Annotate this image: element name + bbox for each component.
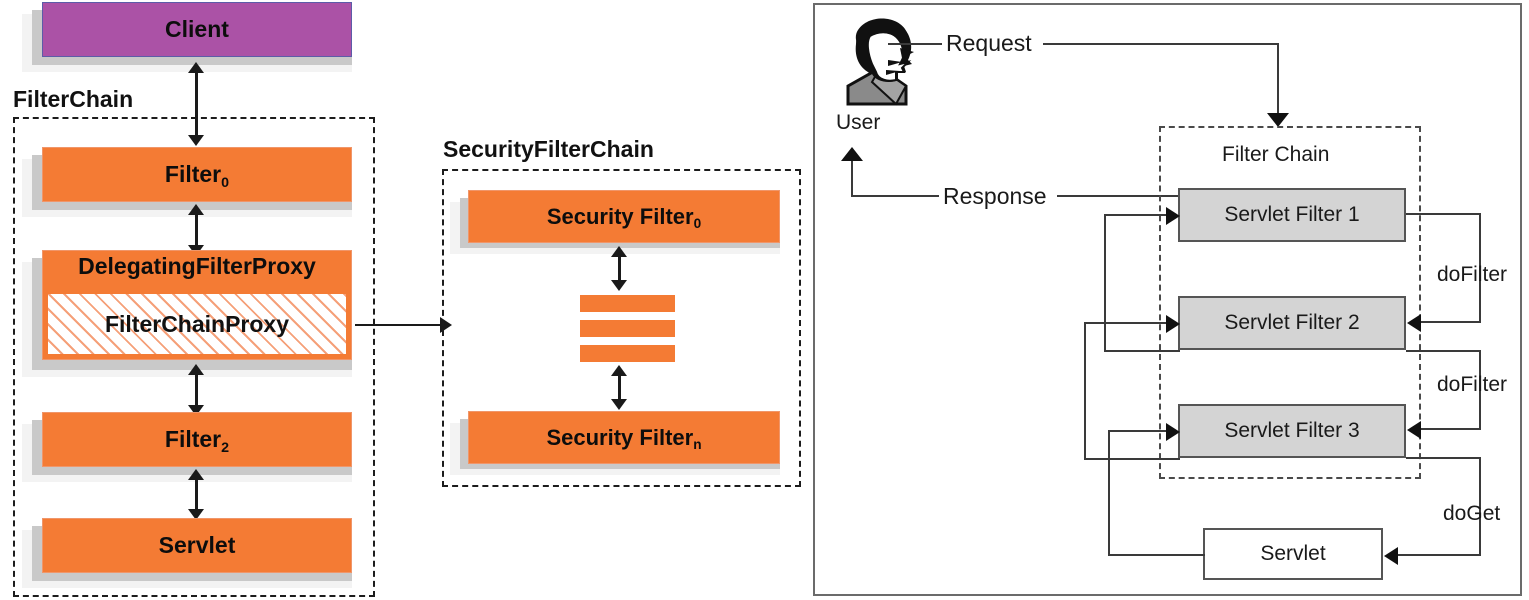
filterchain-group-label: FilterChain — [13, 86, 134, 112]
filter2-box-label: Filter2 — [164, 426, 230, 457]
arrow-dfp-filter2-head-down — [188, 405, 204, 416]
request-arrowhead — [1267, 113, 1289, 127]
request-label: Request — [946, 30, 1032, 56]
filter-chain-proxy-label: FilterChainProxy — [104, 310, 290, 337]
user-label: User — [836, 111, 881, 134]
response-line-to-user — [851, 195, 939, 197]
arrow-client-filter0-head-down — [188, 135, 204, 146]
arrow-filter2-servlet-head-up — [188, 469, 204, 480]
return-filter3-line-in — [1084, 322, 1170, 324]
return-servlet-line-out — [1108, 554, 1205, 556]
return-servlet-line-in — [1108, 430, 1170, 432]
response-line-from-filter1 — [1057, 195, 1180, 197]
return-servlet-line-up — [1108, 430, 1110, 556]
servlet-left-box-label: Servlet — [158, 532, 236, 558]
response-label: Response — [943, 183, 1047, 209]
servlet-right-box[interactable]: Servlet — [1203, 528, 1383, 580]
arrow-dfp-filter2-line — [195, 372, 198, 412]
dofilter2-line-out — [1406, 350, 1481, 352]
return-filter3-line-out — [1084, 458, 1180, 460]
dofilter2-line-in — [1421, 428, 1481, 430]
right-filter-chain-label: Filter Chain — [1222, 143, 1330, 166]
servlet-right-label: Servlet — [1260, 542, 1326, 565]
ellipsis-bar-3 — [580, 345, 675, 362]
request-line-vertical — [1277, 43, 1279, 115]
servlet-filter-1-box[interactable]: Servlet Filter 1 — [1178, 188, 1406, 242]
dofilter2-arrowhead — [1407, 421, 1421, 439]
arrow-ellipsis-sfn-head-down — [611, 399, 627, 410]
return-filter2-line-up — [1104, 214, 1106, 352]
securityfilterchain-group-label: SecurityFilterChain — [443, 136, 654, 162]
servlet-filter-3-label: Servlet Filter 3 — [1224, 419, 1360, 442]
arrow-filter2-servlet-line — [195, 477, 198, 515]
dofilter1-label: doFilter — [1437, 263, 1508, 286]
servlet-filter-2-label: Servlet Filter 2 — [1224, 311, 1360, 334]
client-box[interactable]: Client — [42, 2, 352, 57]
delegating-filter-proxy-label: DelegatingFilterProxy — [78, 253, 316, 279]
return-filter2-line-out — [1104, 350, 1180, 352]
right-filter-chain-border — [1159, 126, 1421, 479]
arrow-sf0-ellipsis-head-down — [611, 280, 627, 291]
security-filtern-label: Security Filtern — [546, 424, 702, 453]
doget-line-out — [1406, 457, 1481, 459]
security-filter0-box[interactable]: Security Filter0 — [468, 190, 780, 243]
servlet-filter-1-label: Servlet Filter 1 — [1224, 203, 1360, 226]
return-filter2-line-in — [1104, 214, 1170, 216]
dofilter2-line-down — [1479, 350, 1481, 430]
filter2-box[interactable]: Filter2 — [42, 412, 352, 467]
return-filter3-arrowhead — [1166, 315, 1180, 333]
servlet-left-box[interactable]: Servlet — [42, 518, 352, 573]
doget-line-in — [1398, 554, 1481, 556]
return-filter3-line-up — [1084, 322, 1086, 460]
securityfilterchain-group-border — [442, 169, 801, 487]
dofilter1-line-in — [1421, 321, 1481, 323]
ellipsis-bar-1 — [580, 295, 675, 312]
connector-fcp-sfc-line — [355, 324, 441, 326]
user-head-icon — [846, 18, 914, 106]
dofilter1-line-down — [1479, 213, 1481, 323]
ellipsis-bar-2 — [580, 320, 675, 337]
arrow-client-filter0-head-up — [188, 62, 204, 73]
filter-chain-proxy-box[interactable]: FilterChainProxy — [48, 294, 346, 354]
response-arrowhead — [841, 147, 863, 161]
servlet-filter-2-box[interactable]: Servlet Filter 2 — [1178, 296, 1406, 350]
security-filter0-label: Security Filter0 — [546, 203, 702, 232]
servlet-filter-3-box[interactable]: Servlet Filter 3 — [1178, 404, 1406, 458]
return-servlet-arrowhead — [1166, 423, 1180, 441]
arrow-dfp-filter2-head-up — [188, 364, 204, 375]
arrow-filter0-dfp-head-up — [188, 204, 204, 215]
filterchain-group-border — [13, 117, 375, 597]
arrow-client-filter0-line — [195, 70, 198, 142]
dofilter1-arrowhead — [1407, 314, 1421, 332]
dofilter1-line-out — [1406, 213, 1481, 215]
doget-line-down — [1479, 457, 1481, 556]
arrow-sf0-ellipsis-head-up — [611, 246, 627, 257]
security-filtern-box[interactable]: Security Filtern — [468, 411, 780, 464]
response-line-vertical-to-user — [851, 160, 853, 197]
client-box-label: Client — [165, 16, 229, 42]
arrow-filter0-dfp-line — [195, 212, 198, 252]
filter0-box-label: Filter0 — [164, 161, 230, 192]
filter0-box[interactable]: Filter0 — [42, 147, 352, 202]
request-line-from-user — [888, 43, 942, 45]
arrow-ellipsis-sfn-line — [618, 372, 621, 406]
dofilter2-label: doFilter — [1437, 373, 1508, 396]
arrow-ellipsis-sfn-head-up — [611, 365, 627, 376]
arrow-filter2-servlet-head-down — [188, 509, 204, 520]
return-filter2-arrowhead — [1166, 207, 1180, 225]
doget-arrowhead — [1384, 547, 1398, 565]
arrow-sf0-ellipsis-line — [618, 253, 621, 287]
request-line-horizontal — [1043, 43, 1279, 45]
doget-label: doGet — [1443, 502, 1501, 525]
